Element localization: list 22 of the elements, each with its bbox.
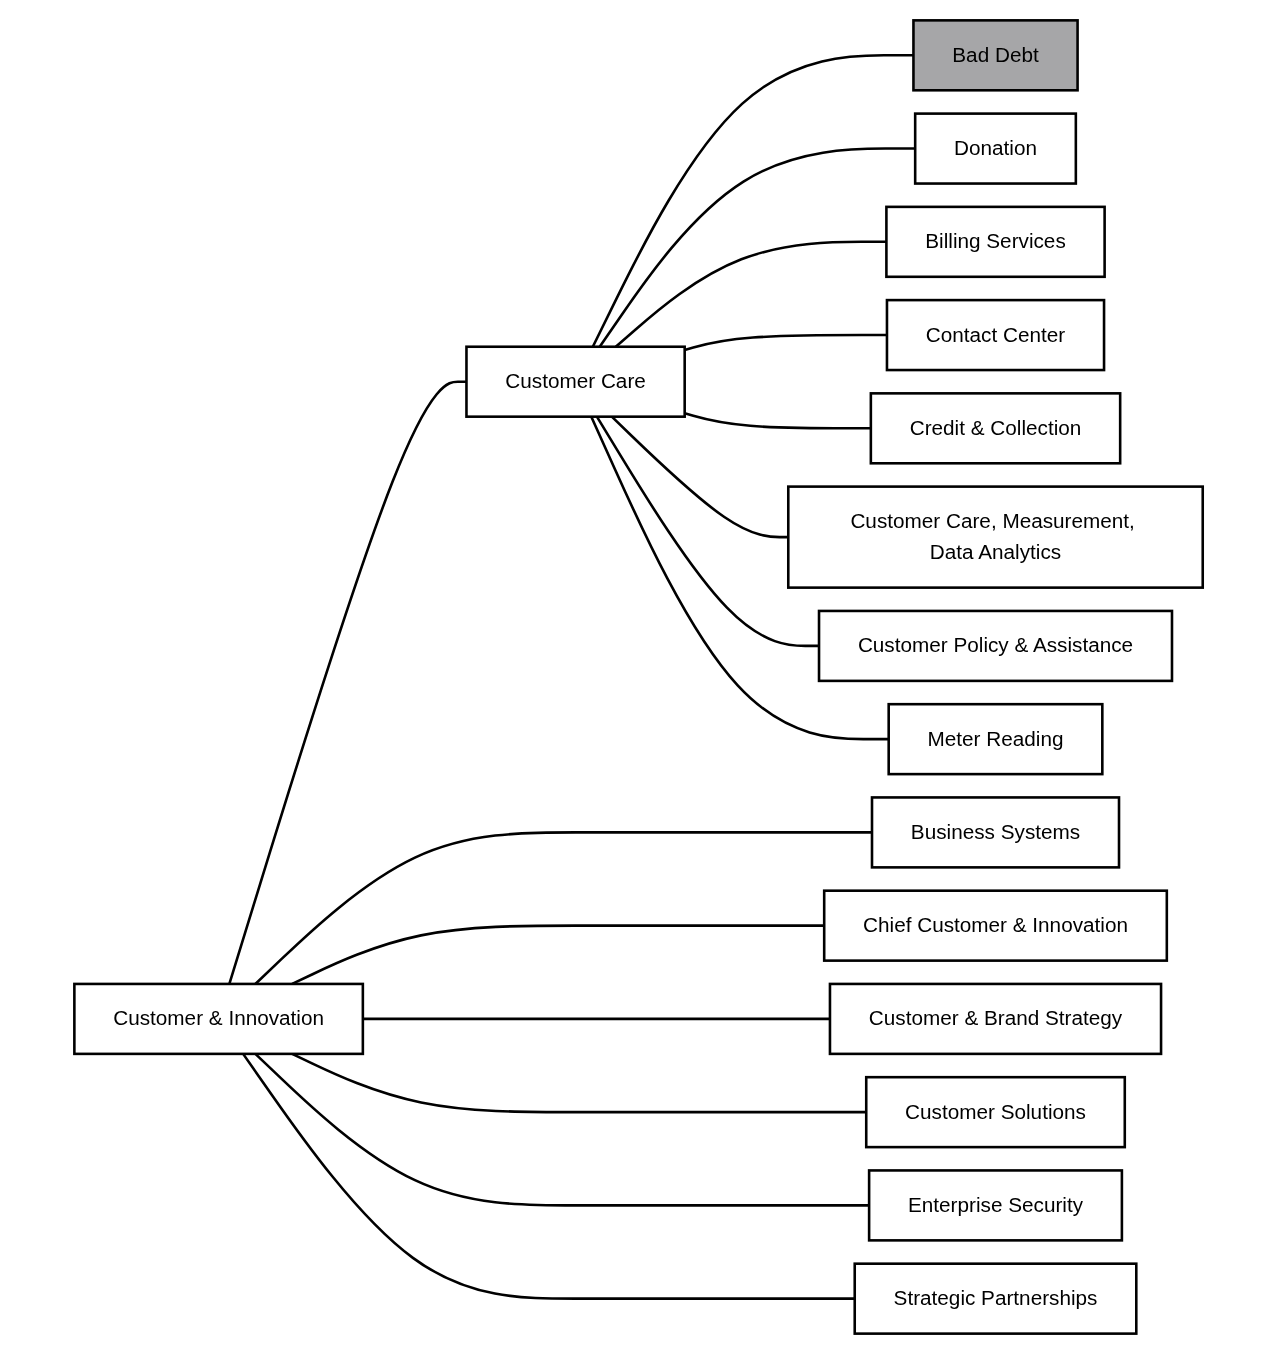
node-box: Customer Care, Measurement, Data Analytics <box>786 485 1204 589</box>
node-box: Credit & Collection <box>869 392 1122 465</box>
connector <box>362 1017 830 1021</box>
connector <box>590 416 889 741</box>
connector <box>242 1053 855 1300</box>
node-box: Customer & Innovation <box>73 982 365 1056</box>
node-box: Billing Services <box>885 205 1106 279</box>
node-box: Customer Solutions <box>864 1075 1127 1149</box>
node-box: Meter Reading <box>887 702 1104 776</box>
node-box: Enterprise Security <box>867 1169 1124 1242</box>
node-box: Customer Care <box>465 345 686 418</box>
node-box: Bad Debt <box>912 19 1079 92</box>
node-box: Chief Customer & Innovation <box>822 889 1169 962</box>
node-box: Customer & Brand Strategy <box>828 982 1163 1056</box>
node-box: Customer Policy & Assistance <box>817 609 1174 683</box>
connector <box>684 412 871 430</box>
connector <box>595 416 819 648</box>
node-box: Strategic Partnerships <box>853 1262 1138 1335</box>
node-box: Contact Center <box>885 298 1106 372</box>
node-box: Business Systems <box>870 796 1121 869</box>
connector <box>684 333 887 352</box>
node-box: Donation <box>913 112 1078 185</box>
